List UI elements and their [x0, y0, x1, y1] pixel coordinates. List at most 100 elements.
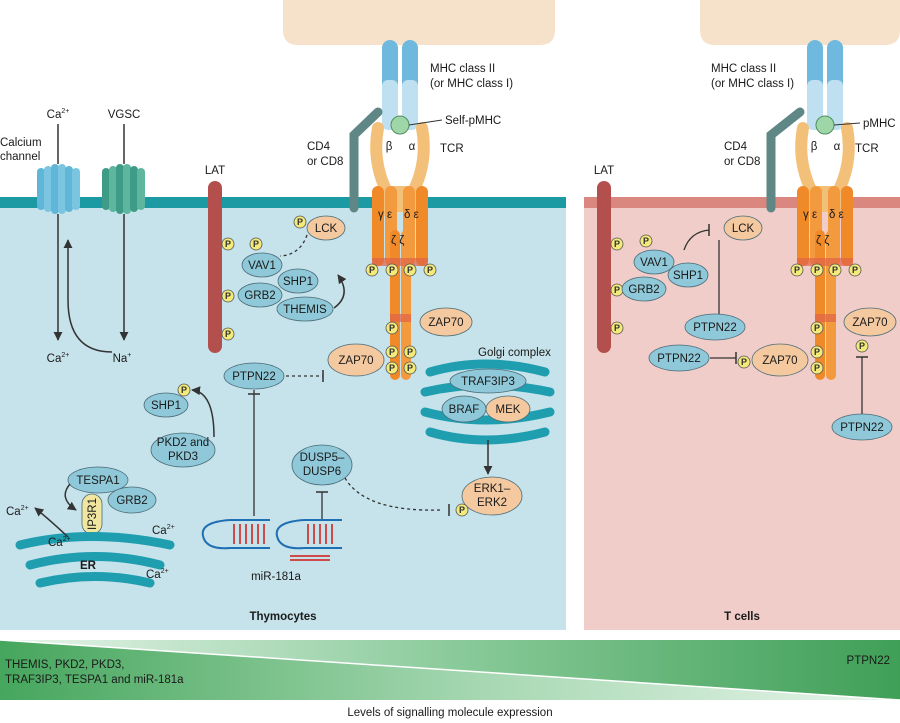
lat-label-right: LAT [594, 165, 614, 177]
zap70-label-right-a: ZAP70 [852, 317, 887, 329]
erk-label-1: ERK1– [474, 483, 511, 495]
tespa1-node [67, 466, 129, 494]
mhc-label-1: MHC class II [430, 63, 495, 75]
vgsc-label: VGSC [108, 109, 141, 121]
tespa1-label: TESPA1 [76, 475, 119, 487]
gradient-right-label: PTPN22 [847, 655, 890, 667]
cd3-de-label-right: δ ε [829, 209, 844, 221]
svg-text:P: P [407, 265, 413, 275]
zap70-node-right-b [751, 343, 809, 377]
phospho-site [221, 327, 235, 341]
lck-node-right [723, 215, 763, 241]
dusp-node [291, 444, 353, 486]
lat-phospho-right: P P P [610, 237, 624, 335]
gradient-left-label-1: THEMIS, PKD2, PKD3, [5, 659, 125, 671]
traf3ip3-label: TRAF3IP3 [461, 376, 515, 388]
svg-text:P: P [814, 323, 820, 333]
alpha-label-right: α [834, 141, 841, 153]
svg-text:P: P [225, 239, 231, 249]
mhc-label-right-1: MHC class II [711, 63, 776, 75]
shp1-label-right: SHP1 [673, 270, 703, 282]
dusp-label-1: DUSP5– [300, 452, 345, 464]
svg-text:P: P [614, 323, 620, 333]
tcell-panel [584, 0, 900, 630]
svg-text:P: P [389, 347, 395, 357]
svg-text:P: P [389, 363, 395, 373]
ip3r1-label: IP3R1 [87, 498, 99, 530]
svg-text:P: P [369, 265, 375, 275]
gradient-caption: Levels of signalling molecule expression [347, 707, 552, 719]
themis-node [276, 296, 334, 322]
zap70-label: ZAP70 [428, 317, 463, 329]
svg-text:P: P [389, 265, 395, 275]
vav1-label-right: VAV1 [640, 257, 668, 269]
shp1-label-2: SHP1 [151, 400, 181, 412]
alpha-label: α [409, 141, 416, 153]
apc-surface-right [700, 0, 900, 45]
grb2-node-2 [107, 486, 157, 514]
coreceptor-label-1: CD4 [307, 141, 331, 153]
self-peptide [390, 115, 410, 135]
ptpn22-node-right-c [831, 413, 893, 441]
zap70-node [419, 307, 473, 337]
pkd-label-1: PKD2 and [157, 437, 209, 449]
svg-text:P: P [794, 265, 800, 275]
er-organelle [15, 532, 175, 588]
expression-gradient [0, 639, 900, 701]
svg-text:P: P [297, 217, 303, 227]
cd4-coreceptor [349, 107, 383, 213]
ptpn22-label-right-c: PTPN22 [840, 422, 883, 434]
mhc-label-right-2: (or MHC class I) [711, 78, 794, 90]
svg-text:P: P [614, 239, 620, 249]
shp1-node [277, 268, 319, 294]
svg-text:P: P [389, 323, 395, 333]
ca-er-1: Ca2+ [6, 505, 29, 518]
lck-node [306, 215, 346, 241]
ca-er-2: Ca2+ [48, 536, 71, 549]
svg-text:P: P [852, 265, 858, 275]
ptpn22-label-right-a: PTPN22 [693, 322, 736, 334]
coreceptor-right-1: CD4 [724, 141, 748, 153]
tcr-label: TCR [440, 143, 464, 155]
traf3ip3-node [449, 368, 527, 394]
cd3-ge-label-right: γ ε [803, 209, 817, 221]
ca-er-3: Ca2+ [152, 524, 175, 537]
grb2-label-2: GRB2 [116, 495, 147, 507]
mhc-tcr-left [349, 40, 430, 216]
cd3-phospho-right: P P P P P P P [790, 263, 862, 375]
mek-node [485, 395, 531, 423]
calcium-ion-intracellular: Ca2+ [47, 352, 70, 365]
sodium-depolarization-arrow [63, 239, 113, 353]
lat-molecule [208, 181, 222, 353]
cd3-zz-label: ζ ζ [391, 235, 404, 247]
er-label: ER [80, 560, 97, 572]
erk-label-2: ERK2 [477, 497, 507, 509]
ptpn22-node [223, 362, 285, 390]
svg-text:P: P [459, 505, 465, 515]
svg-text:P: P [407, 363, 413, 373]
sodium-ion-label: Na+ [113, 352, 132, 365]
cd3-ge-label: γ ε [378, 209, 392, 221]
golgi-label: Golgi complex [478, 347, 551, 359]
beta-label-right: β [811, 141, 818, 153]
mir-181a-hairpins [201, 519, 342, 561]
lck-label-right: LCK [732, 223, 755, 235]
svg-text:P: P [225, 329, 231, 339]
calcium-channel-label-1: Calcium [0, 137, 42, 149]
cd3-de-label: δ ε [404, 209, 419, 221]
zap70-node-right-a [843, 307, 897, 337]
beta-label: β [386, 141, 393, 153]
zap70-label-right-b: ZAP70 [762, 355, 797, 367]
svg-text:P: P [643, 236, 649, 246]
thymocytes-title: Thymocytes [249, 611, 316, 623]
calcium-channel-label-2: channel [0, 151, 40, 163]
grb2-node-right [621, 276, 667, 302]
grb2-label-right: GRB2 [628, 284, 659, 296]
vav1-node-right [633, 249, 675, 275]
apc-surface [283, 0, 555, 45]
braf-label: BRAF [449, 404, 480, 416]
coreceptor-label-2: or CD8 [307, 156, 343, 168]
phospho-site [221, 237, 235, 251]
lck-label: LCK [315, 223, 338, 235]
grb2-label: GRB2 [244, 290, 275, 302]
